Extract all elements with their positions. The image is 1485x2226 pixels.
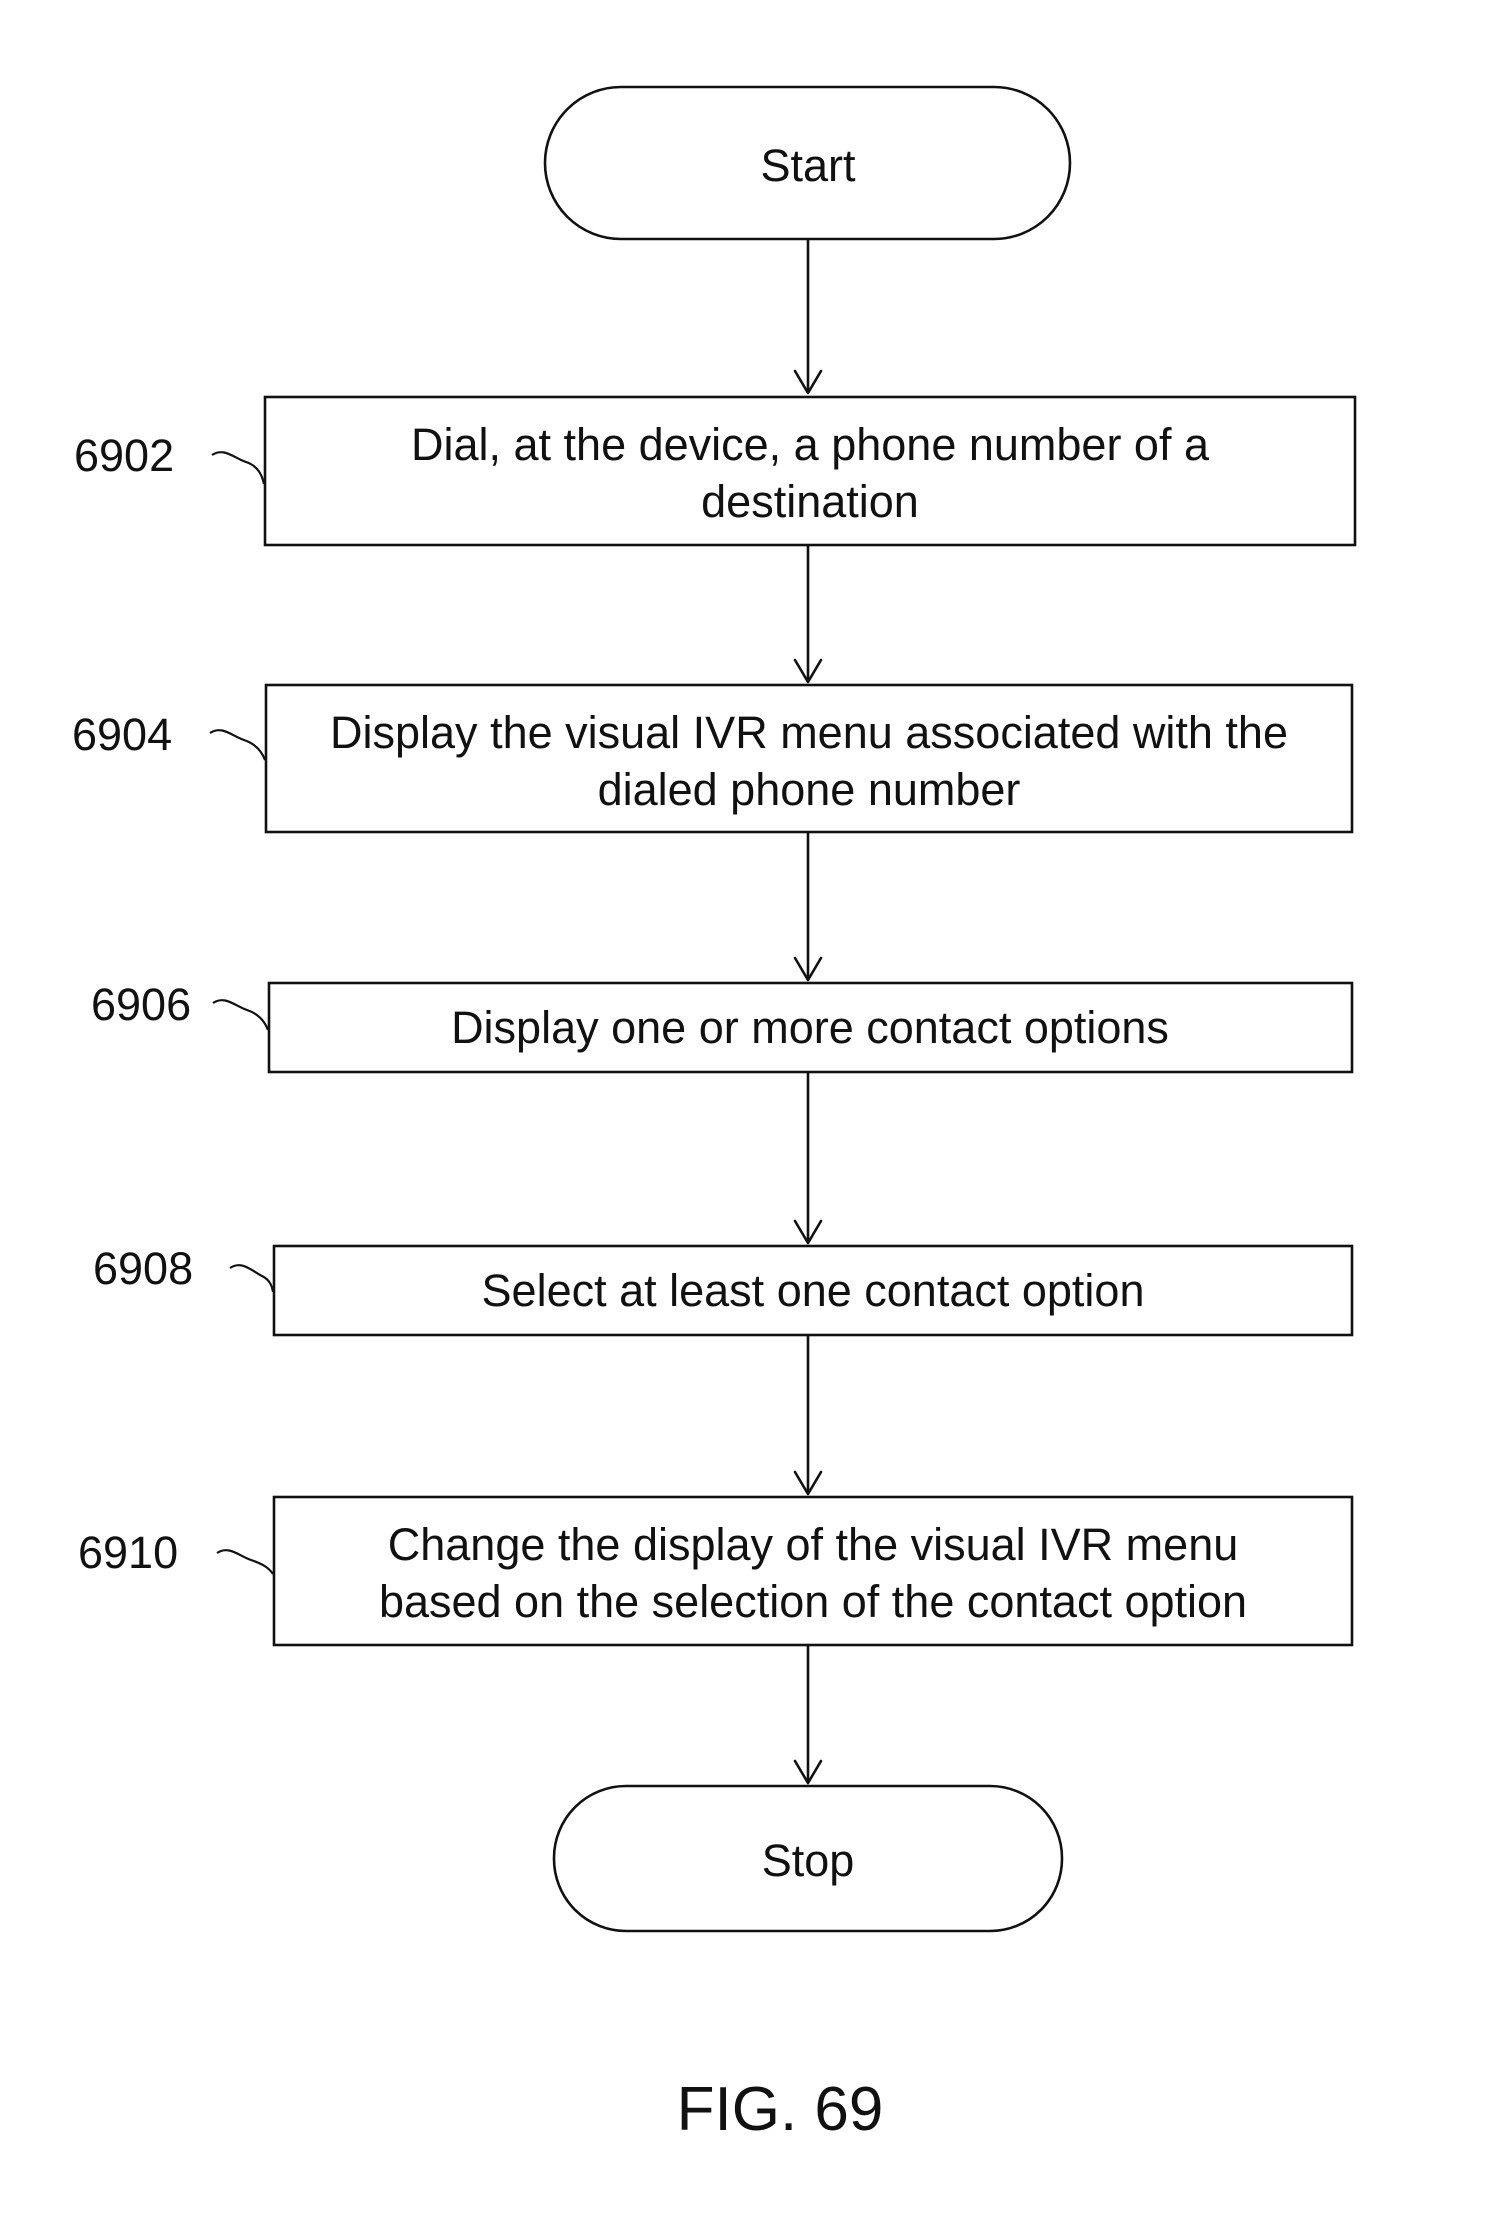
process-box-6902: Dial, at the device, a phone number of a… [265,397,1355,545]
ref-label-6904: 6904 [72,709,172,760]
connector-6902-to-6904 [795,545,821,682]
connector-6906-to-6908 [795,1072,821,1243]
ref-label-6910: 6910 [78,1527,178,1578]
step-6904-text-line1: Display the visual IVR menu associated w… [330,707,1288,758]
process-box-6910: Change the display of the visual IVR men… [274,1497,1352,1645]
step-6906-text: Display one or more contact options [451,1002,1169,1053]
step-6902-text-line2: destination [701,476,919,527]
stop-terminal: Stop [554,1786,1062,1931]
process-box-6904: Display the visual IVR menu associated w… [266,685,1352,832]
connector-6910-to-stop [795,1645,821,1783]
ref-label-6902: 6902 [74,430,174,481]
leader-6908 [230,1265,273,1292]
process-box-6906: Display one or more contact options [269,983,1352,1072]
step-6902-text-line1: Dial, at the device, a phone number of a [411,419,1210,470]
connector-6904-to-6906 [795,832,821,980]
start-label: Start [760,140,856,191]
leader-6902 [212,452,264,484]
figure-label: FIG. 69 [677,2075,884,2144]
start-terminal: Start [545,87,1070,239]
process-box-6908: Select at least one contact option [274,1246,1352,1335]
step-6904-text-line2: dialed phone number [598,764,1021,815]
stop-label: Stop [762,1835,855,1886]
step-6910-text-line2: based on the selection of the contact op… [379,1576,1247,1627]
step-6910-text-line1: Change the display of the visual IVR men… [388,1519,1239,1570]
leader-6904 [210,730,265,760]
ref-label-6908: 6908 [93,1243,193,1294]
connector-start-to-6902 [795,239,821,393]
leader-6906 [213,1000,268,1030]
connector-6908-to-6910 [795,1335,821,1494]
step-6908-text: Select at least one contact option [482,1265,1145,1316]
ref-label-6906: 6906 [91,979,191,1030]
leader-6910 [217,1550,273,1574]
